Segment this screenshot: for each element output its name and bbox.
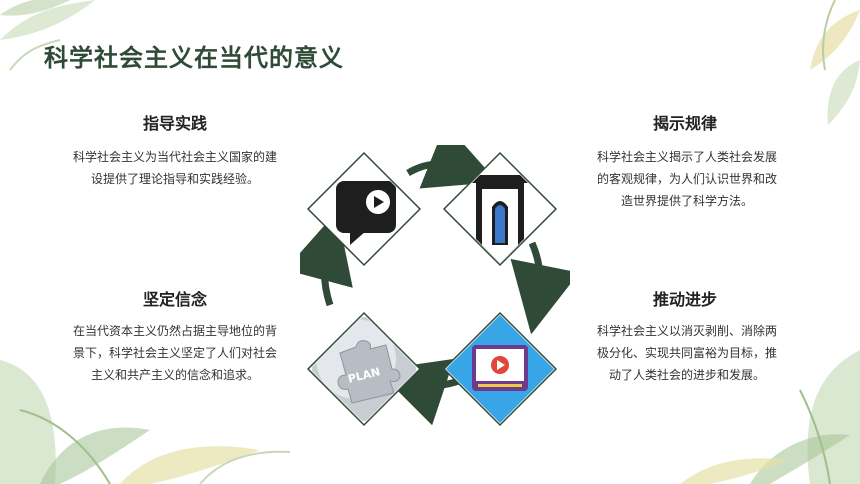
cycle-diagram: PLAN xyxy=(300,145,570,427)
arrow-left xyxy=(300,211,353,307)
section-body-firm-belief: 在当代资本主义仍然占据主导地位的背景下，科学社会主义坚定了人们对社会主义和共产主… xyxy=(73,324,278,382)
arrow-right xyxy=(510,241,570,335)
plan-puzzle-icon: PLAN xyxy=(306,311,422,427)
section-heading-reveal-laws: 揭示规律 xyxy=(652,114,717,133)
section-heading-guide-practice: 指导实践 xyxy=(142,114,207,133)
video-player-icon xyxy=(442,311,558,427)
section-body-guide-practice: 科学社会主义为当代社会主义国家的建设提供了理论指导和实践经验。 xyxy=(73,150,278,186)
section-body-promote-progress: 科学社会主义以消灭剥削、消除两极分化、实现共同富裕为目标，推动了人类社会的进步和… xyxy=(596,324,777,382)
arrow-top xyxy=(406,145,498,189)
page-title: 科学社会主义在当代的意义 xyxy=(44,44,344,72)
section-body-reveal-laws: 科学社会主义揭示了人类社会发展的客观规律，为人们认识世界和改造世界提供了科学方法… xyxy=(597,150,778,208)
foliage-top-right xyxy=(810,0,860,125)
church-building-icon xyxy=(442,151,558,267)
section-heading-firm-belief: 坚定信念 xyxy=(142,290,207,309)
section-heading-promote-progress: 推动进步 xyxy=(652,290,717,309)
video-chat-icon xyxy=(306,151,422,267)
